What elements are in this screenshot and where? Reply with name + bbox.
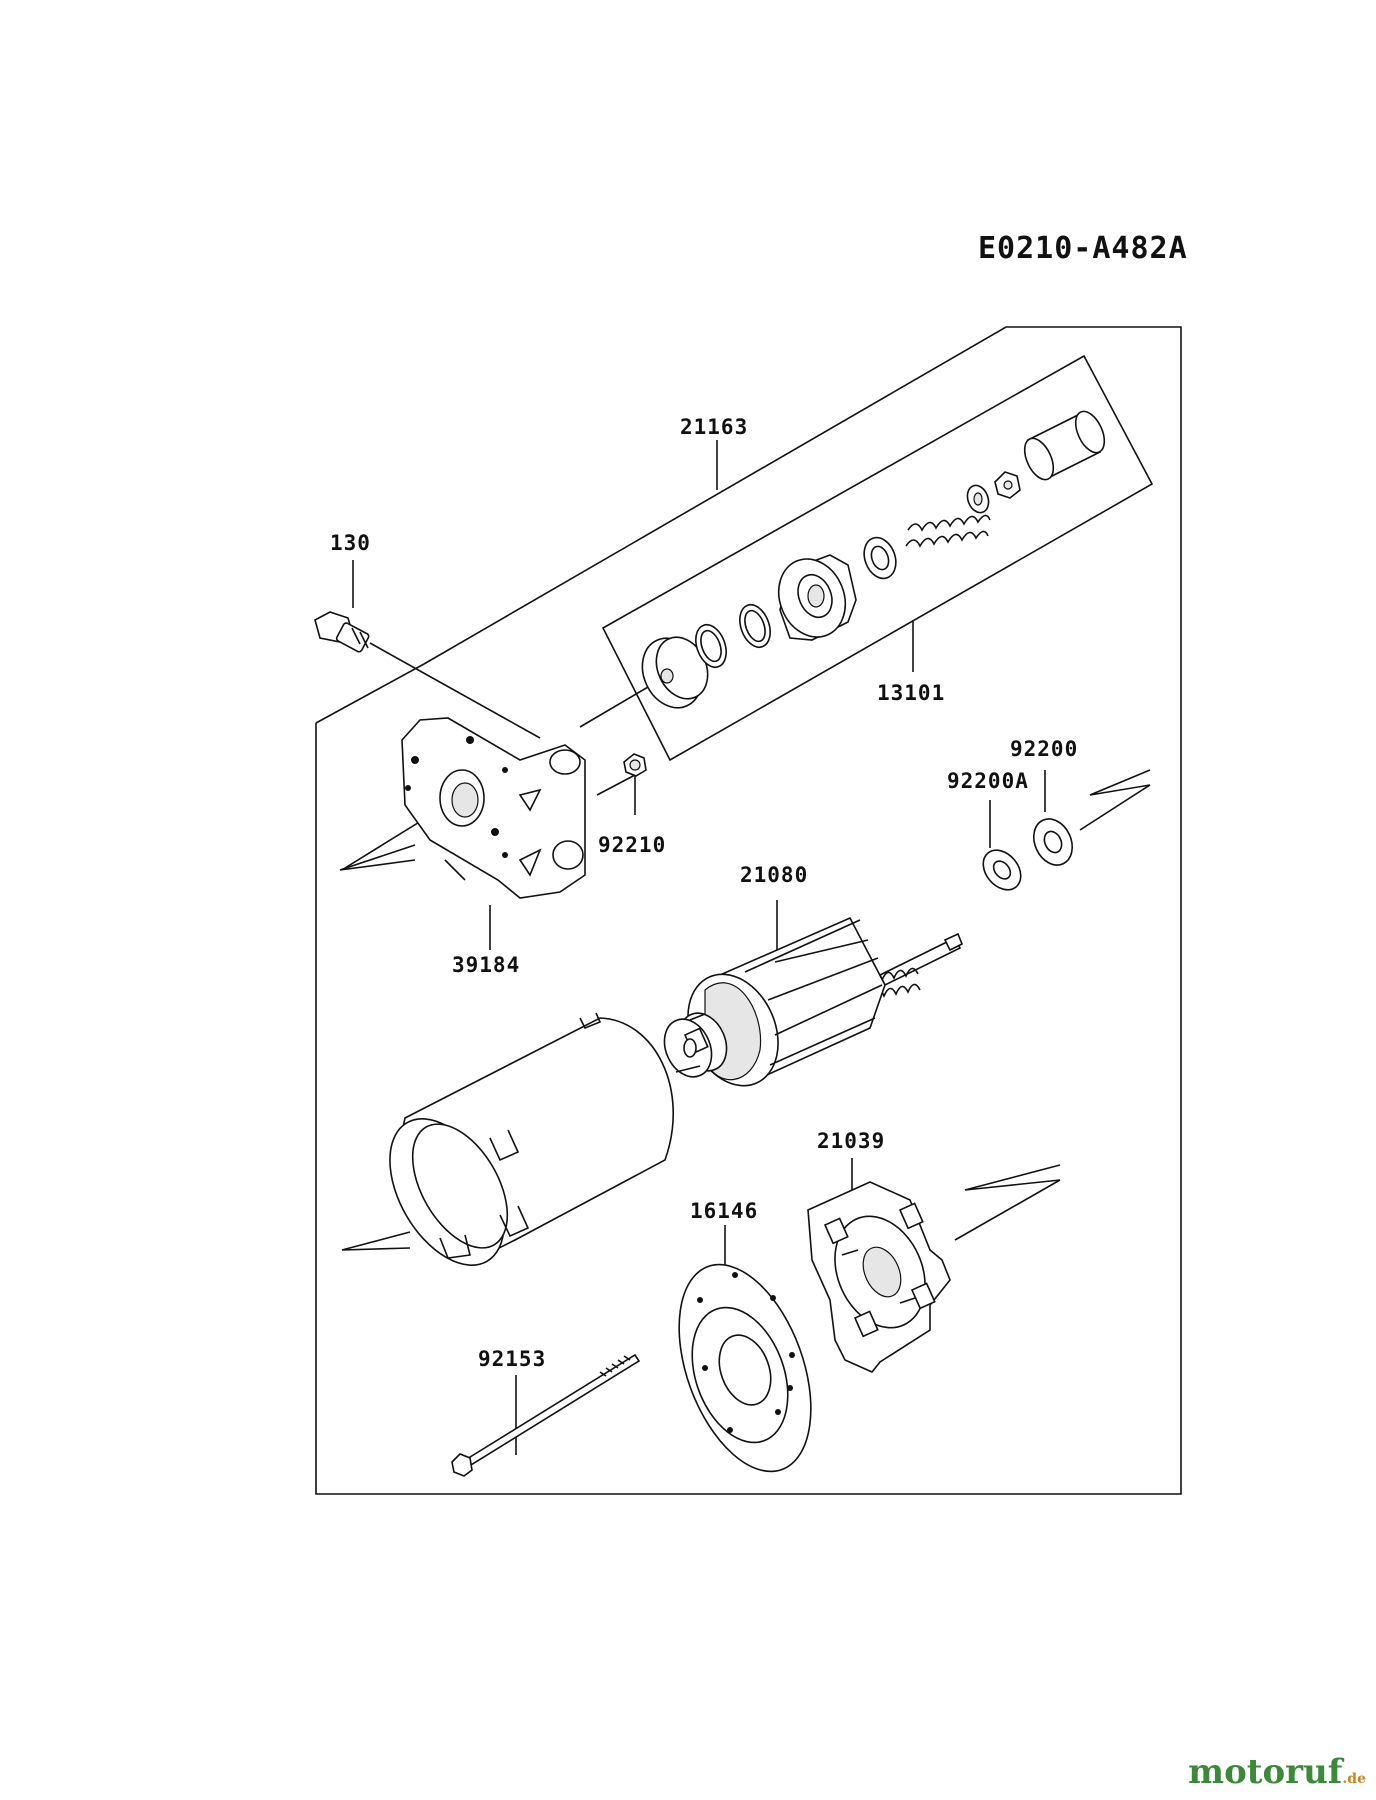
watermark-logo: motoruf.de bbox=[1188, 1752, 1366, 1792]
brush-holder-21039-icon bbox=[807, 1181, 951, 1373]
watermark-tld: .de bbox=[1342, 1771, 1366, 1787]
pinion-parts-13101-icon bbox=[641, 410, 1106, 709]
part-label-92210: 92210 bbox=[598, 833, 666, 857]
end-bracket-39184-icon bbox=[401, 717, 586, 899]
diagram-code: E0210-A482A bbox=[978, 231, 1188, 266]
assembly-frame bbox=[315, 326, 1182, 1495]
pinion-subassembly-frame bbox=[601, 354, 1154, 762]
part-label-21039: 21039 bbox=[817, 1129, 885, 1153]
nut-92210-icon bbox=[623, 753, 647, 777]
watermark-name: motoruf bbox=[1188, 1752, 1343, 1792]
part-label-21080: 21080 bbox=[740, 863, 808, 887]
part-label-92200: 92200 bbox=[1010, 737, 1078, 761]
arrow-indicators bbox=[339, 769, 1151, 1251]
part-label-92153: 92153 bbox=[478, 1347, 546, 1371]
bolt-130-icon bbox=[314, 611, 370, 653]
washer-92200a-icon bbox=[982, 849, 1022, 891]
leader-lines bbox=[344, 440, 1151, 1455]
part-number-labels: 21163 130 13101 92200 92200A 92210 21080… bbox=[330, 415, 1078, 1371]
armature-21080-icon bbox=[663, 916, 964, 1087]
yoke-housing-icon bbox=[389, 1012, 674, 1266]
assembly-frame-top-left bbox=[315, 663, 425, 724]
through-bolt-92153-icon bbox=[451, 1353, 641, 1477]
part-label-92200a: 92200A bbox=[947, 769, 1029, 793]
part-label-16146: 16146 bbox=[690, 1199, 758, 1223]
rear-cover-16146-icon bbox=[678, 1263, 812, 1473]
part-label-13101: 13101 bbox=[877, 681, 945, 705]
part-label-130: 130 bbox=[330, 531, 371, 555]
washer-92200-icon bbox=[1032, 818, 1074, 866]
part-label-39184: 39184 bbox=[452, 953, 520, 977]
part-label-21163: 21163 bbox=[680, 415, 748, 439]
